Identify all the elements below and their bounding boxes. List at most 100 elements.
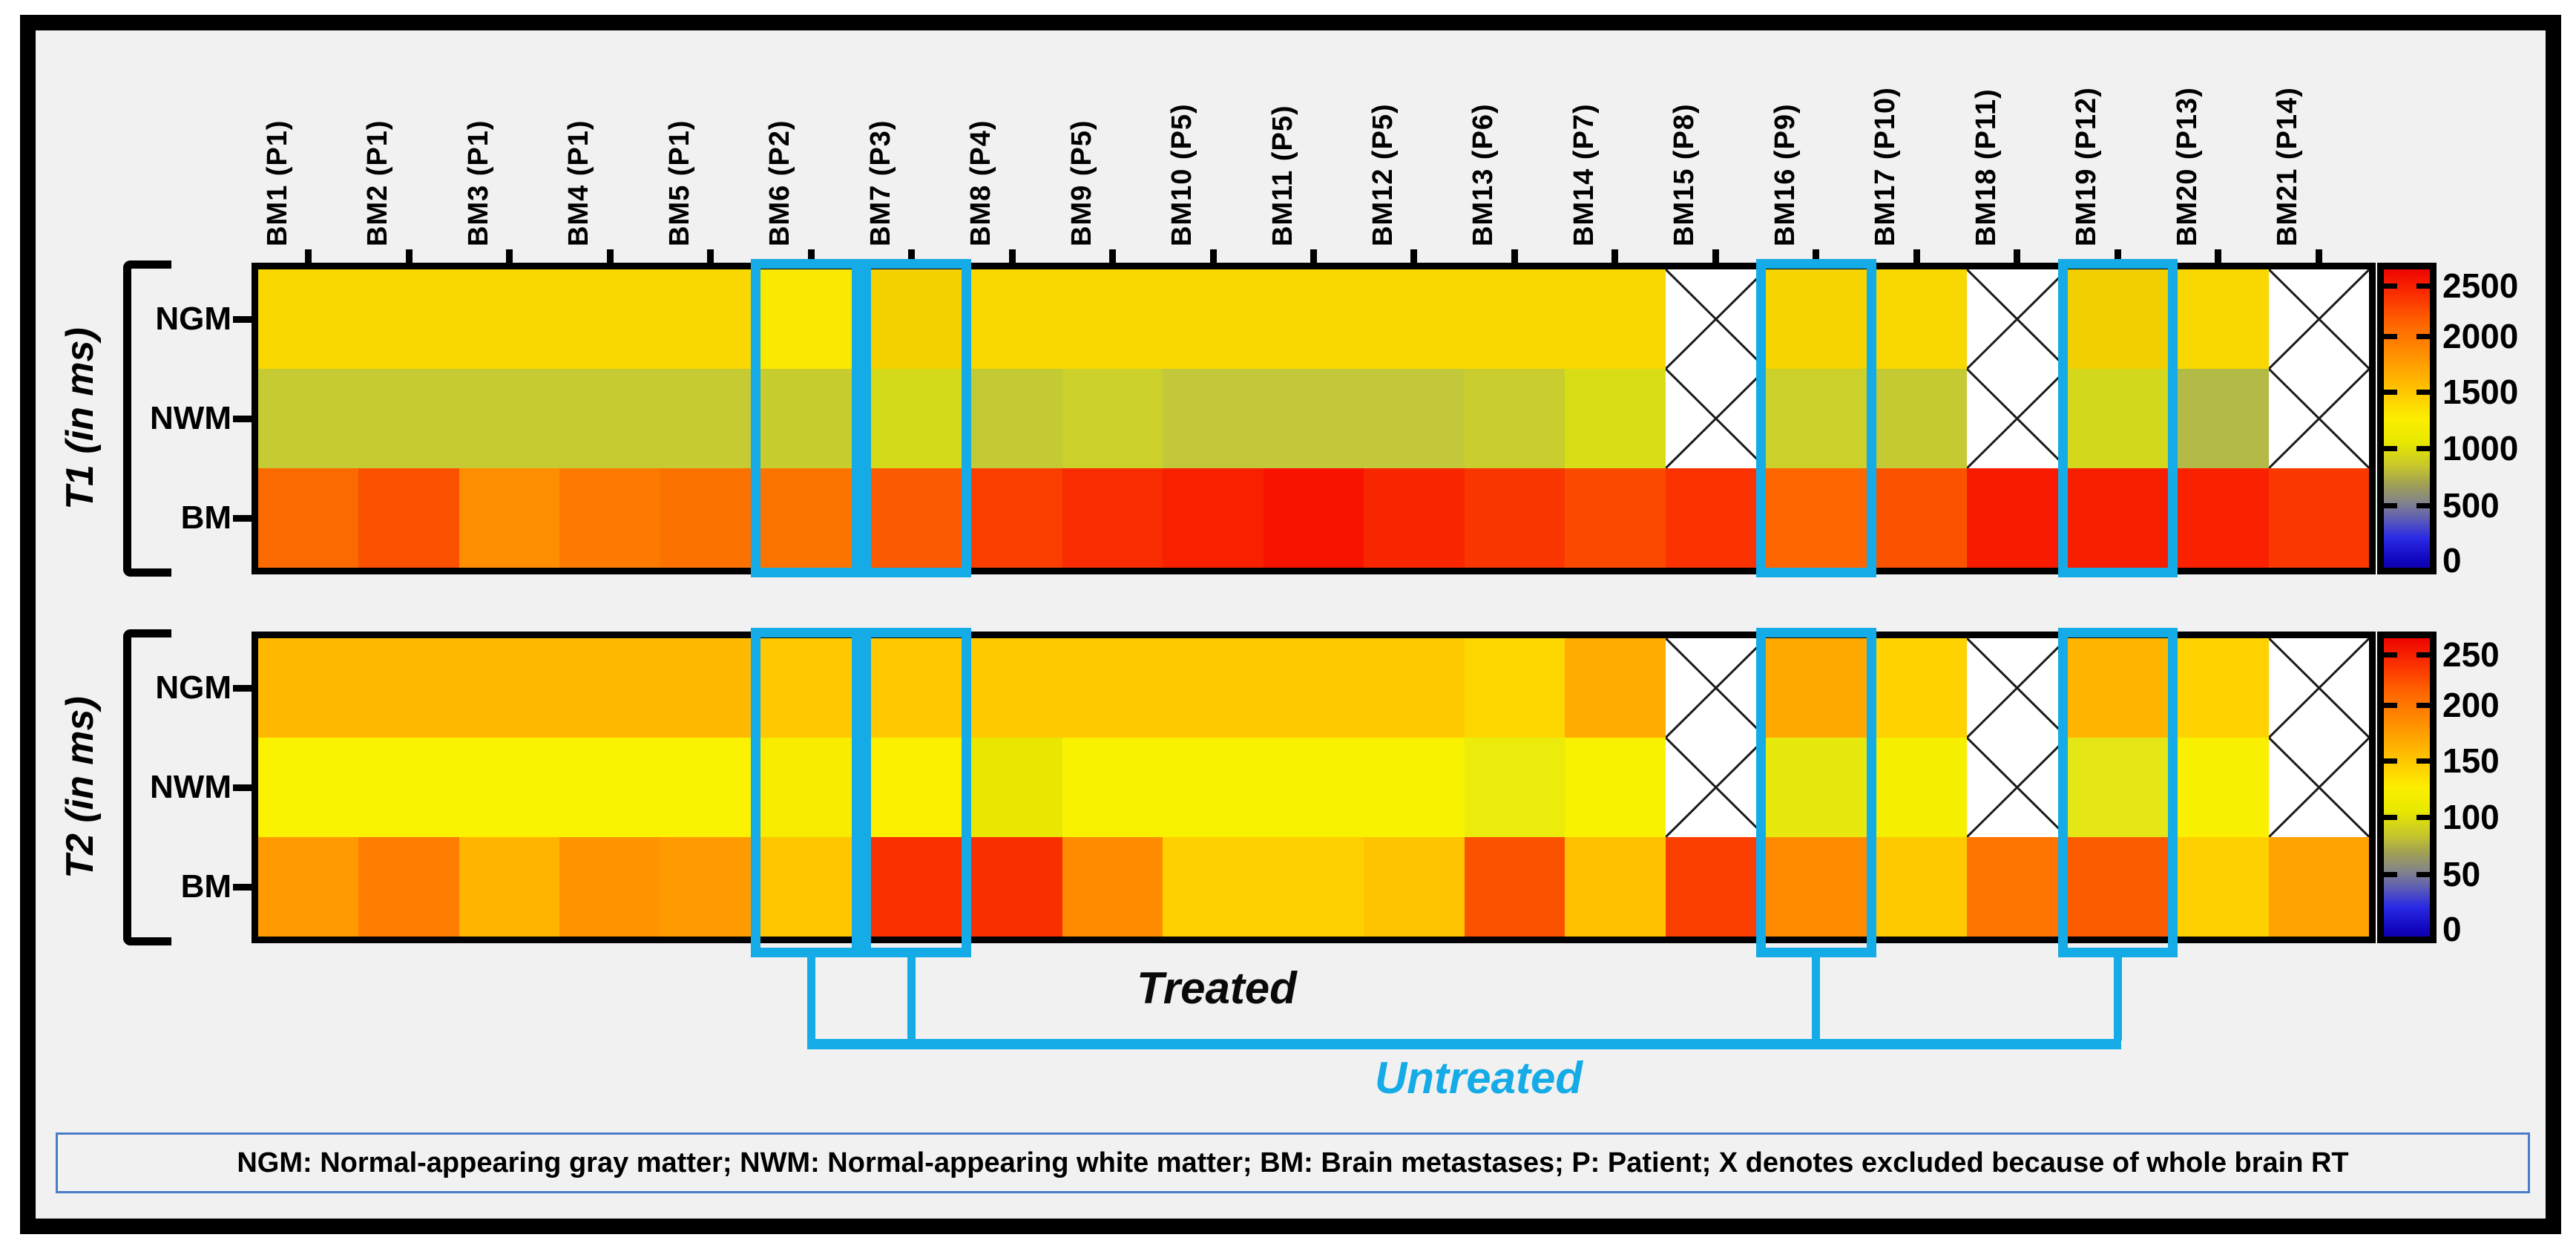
heatmap-cell <box>559 369 660 468</box>
colorbar-tick <box>2384 703 2397 709</box>
figure-frame <box>20 15 2561 1234</box>
excluded-cell-x <box>1967 638 2068 738</box>
heatmap-cell <box>2067 269 2169 369</box>
excluded-cell-x <box>1665 738 1767 837</box>
heatmap-cell <box>1766 738 1867 837</box>
heatmap-cell <box>559 638 660 738</box>
column-label: BM19 (P12) <box>2071 87 2103 246</box>
colorbar-tick <box>2416 815 2430 821</box>
colorbar-tick-label: 0 <box>2442 909 2462 948</box>
heatmap-cell <box>861 468 962 568</box>
heatmap-cell <box>962 369 1062 468</box>
row-label: NWM <box>150 400 231 436</box>
heatmap-cell <box>861 369 962 468</box>
heatmap-cell <box>1464 638 1565 738</box>
heatmap-cell <box>1866 638 1968 738</box>
heatmap-cell <box>258 468 359 568</box>
axis-title: T2 (in ms) <box>59 696 102 879</box>
heatmap-cell <box>1866 738 1968 837</box>
column-label: BM4 (P1) <box>563 119 595 246</box>
heatmap-cell <box>459 638 560 738</box>
footnote-box: NGM: Normal-appearing gray matter; NWM: … <box>56 1132 2530 1193</box>
column-tick <box>1109 249 1117 269</box>
heatmap-cell <box>1866 369 1968 468</box>
excluded-cell-x <box>1967 369 2068 468</box>
heatmap-cell <box>1364 468 1465 568</box>
heatmap-cell <box>1464 837 1565 937</box>
row-tick <box>233 784 258 791</box>
heatmap-cell <box>2067 738 2169 837</box>
colorbar-tick <box>2384 758 2397 764</box>
heatmap-cell <box>1263 638 1364 738</box>
column-label: BM3 (P1) <box>462 119 494 246</box>
heatmap-cell <box>1163 738 1264 837</box>
heatmap-panel <box>252 632 2376 943</box>
heatmap-cell <box>962 269 1062 369</box>
heatmap-cell <box>2168 369 2269 468</box>
heatmap-cell <box>1665 837 1767 937</box>
colorbar-tick <box>2384 815 2397 821</box>
heatmap-cell <box>1364 638 1465 738</box>
heatmap-cell <box>459 837 560 937</box>
heatmap-cell <box>258 837 359 937</box>
heatmap-cell <box>1766 269 1867 369</box>
heatmap-cell <box>1464 269 1565 369</box>
heatmap-cell <box>2168 638 2269 738</box>
heatmap-cell <box>358 369 459 468</box>
heatmap-cell <box>760 738 861 837</box>
column-label: BM9 (P5) <box>1065 119 1097 246</box>
heatmap-cell <box>358 269 459 369</box>
heatmap-cell <box>1163 837 1264 937</box>
colorbar-tick <box>2384 283 2397 289</box>
heatmap-cell <box>559 269 660 369</box>
heatmap-cell <box>1364 738 1465 837</box>
heatmap-cell <box>1263 837 1364 937</box>
untreated-connector-line <box>806 956 815 1040</box>
heatmap-cell <box>358 638 459 738</box>
heatmap-cell <box>2268 468 2369 568</box>
colorbar-tick <box>2416 703 2430 709</box>
colorbar-tick <box>2384 652 2397 658</box>
heatmap-cell <box>1062 269 1163 369</box>
column-label: BM20 (P13) <box>2171 87 2203 246</box>
heatmap-cell <box>2067 468 2169 568</box>
column-label: BM13 (P6) <box>1468 103 1499 246</box>
column-tick <box>1511 249 1518 269</box>
column-tick <box>506 249 513 269</box>
column-label: BM10 (P5) <box>1166 103 1198 246</box>
heatmap-grid <box>258 638 2369 937</box>
heatmap-cell <box>2268 837 2369 937</box>
axis-title: T1 (in ms) <box>59 327 102 510</box>
heatmap-cell <box>1766 468 1867 568</box>
heatmap-cell <box>1464 738 1565 837</box>
colorbar-tick-label: 2500 <box>2442 266 2519 306</box>
heatmap-cell <box>1062 638 1163 738</box>
column-label: BM5 (P1) <box>663 119 695 246</box>
colorbar-tick-label: 100 <box>2442 798 2500 837</box>
highlight-box <box>1756 259 1876 577</box>
treated-label: Treated <box>1137 963 1297 1013</box>
row-group-bracket <box>123 629 171 945</box>
heatmap-cell <box>660 269 761 369</box>
untreated-label: Untreated <box>1374 1053 1583 1103</box>
heatmap-cell <box>258 638 359 738</box>
heatmap-cell <box>559 837 660 937</box>
heatmap-cell <box>258 269 359 369</box>
colorbar-tick <box>2384 334 2397 340</box>
highlight-box <box>851 259 972 577</box>
colorbar-tick-label: 500 <box>2442 485 2500 525</box>
colorbar-tick <box>2384 502 2397 508</box>
heatmap-cell <box>660 738 761 837</box>
heatmap-cell <box>1062 837 1163 937</box>
heatmap-cell <box>1364 269 1465 369</box>
row-label: NGM <box>155 301 231 337</box>
heatmap-cell <box>2067 837 2169 937</box>
untreated-connector-line <box>1812 956 1821 1040</box>
column-tick <box>1611 249 1619 269</box>
heatmap-cell <box>1866 837 1968 937</box>
heatmap-cell <box>2168 837 2269 937</box>
heatmap-cell <box>1263 369 1364 468</box>
heatmap-cell <box>1364 837 1465 937</box>
heatmap-cell <box>1565 369 1666 468</box>
column-label: BM14 (P7) <box>1568 103 1600 246</box>
